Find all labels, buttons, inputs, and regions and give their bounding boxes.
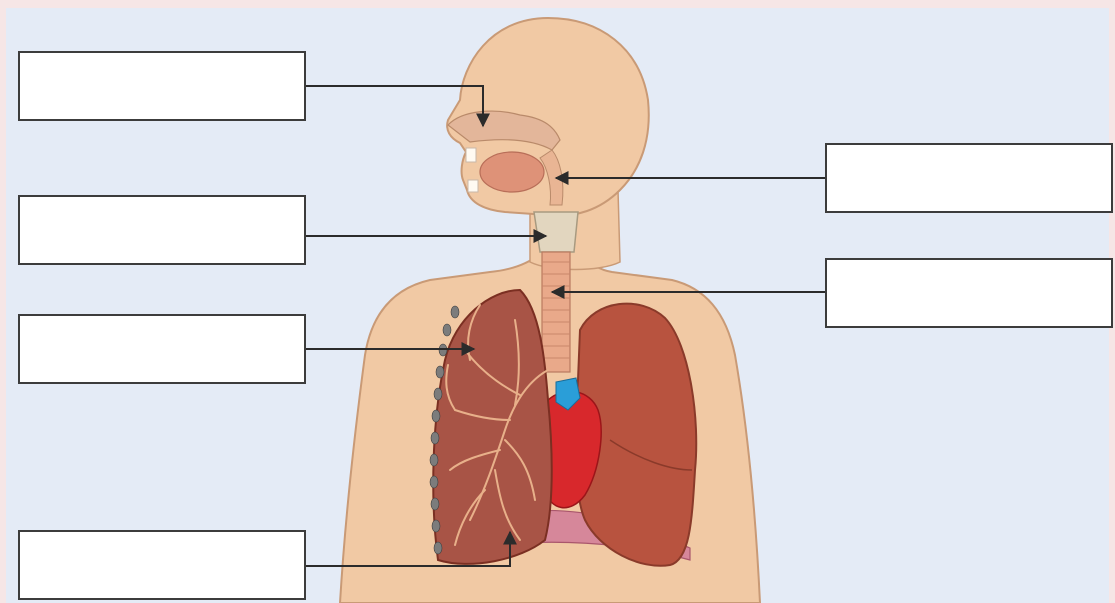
label-box-left-2[interactable] bbox=[18, 195, 306, 265]
tongue bbox=[480, 152, 544, 192]
trachea bbox=[542, 252, 570, 372]
label-box-left-3[interactable] bbox=[18, 314, 306, 384]
label-box-right-1[interactable] bbox=[825, 143, 1113, 213]
teeth bbox=[466, 148, 476, 162]
larynx bbox=[534, 212, 578, 252]
label-box-left-4[interactable] bbox=[18, 530, 306, 600]
label-box-right-2[interactable] bbox=[825, 258, 1113, 328]
label-box-left-1[interactable] bbox=[18, 51, 306, 121]
teeth-lower bbox=[468, 180, 478, 192]
